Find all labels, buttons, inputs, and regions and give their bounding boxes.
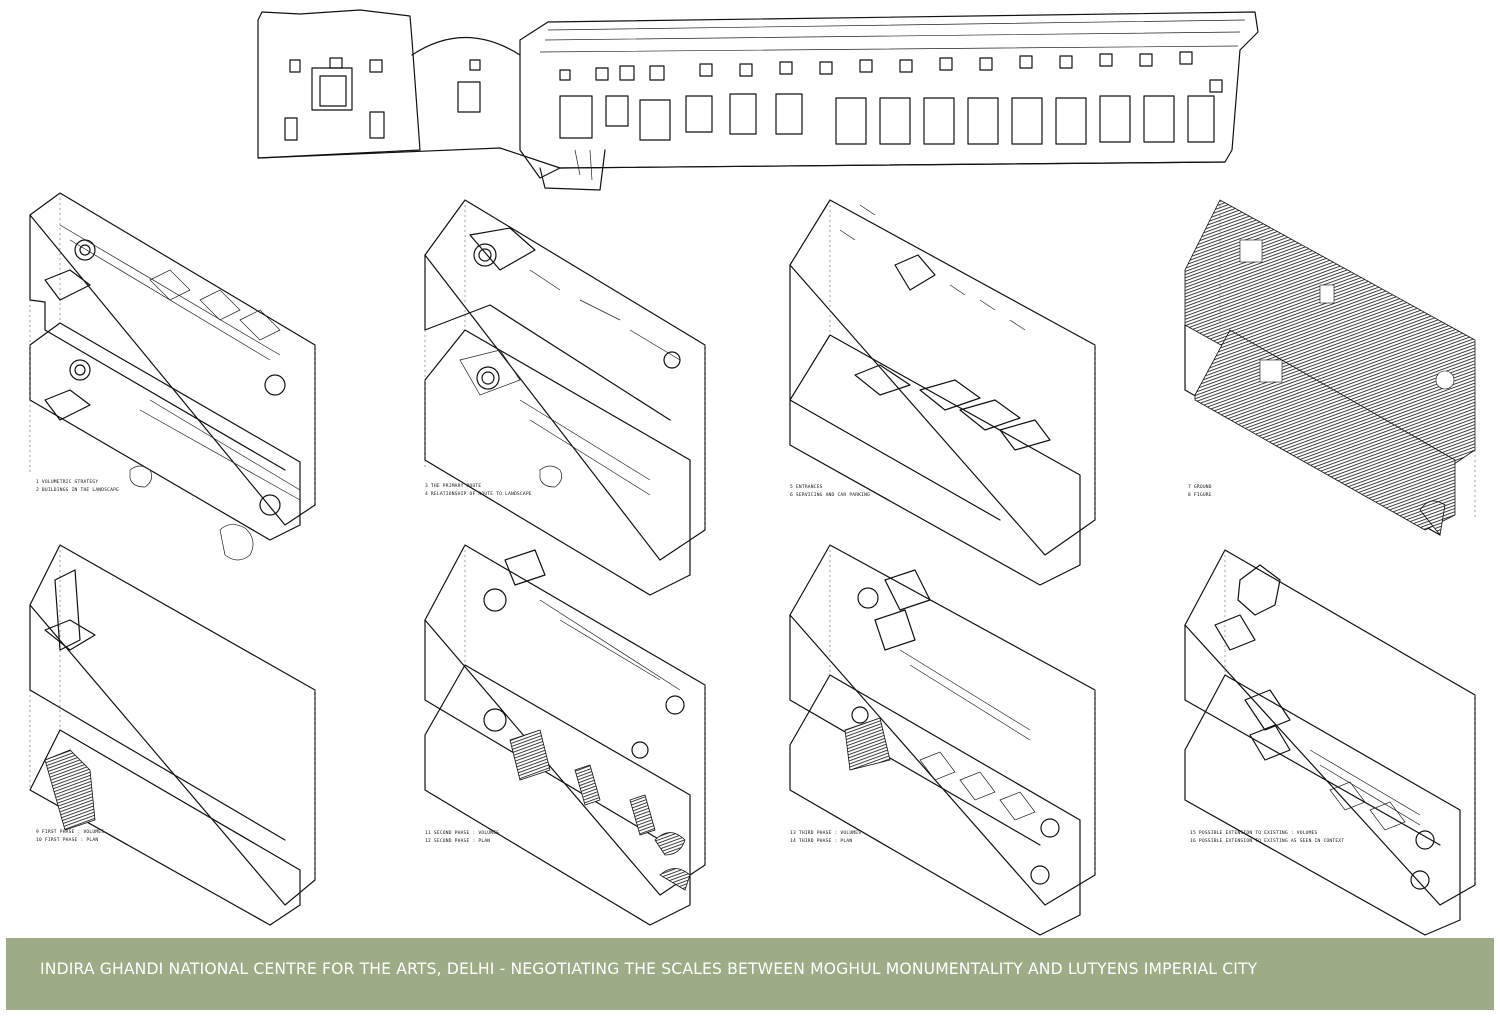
- panel-4-caption: 7 GROUND 8 FIGURE: [1188, 484, 1212, 500]
- caption-line: 12 SECOND PHASE : PLAN: [425, 839, 491, 844]
- footer-title-band: INDIRA GHANDI NATIONAL CENTRE FOR THE AR…: [6, 938, 1494, 1010]
- panel-8-drawing: [1184, 549, 1476, 936]
- panel-6-caption: 11 SECOND PHASE : VOLUMES 12 SECOND PHAS…: [425, 830, 499, 846]
- panel-1-caption: 1 VOLUMETRIC STRATEGY 2 BUILDINGS IN THE…: [36, 479, 119, 495]
- caption-line: 10 FIRST PHASE : PLAN: [36, 838, 99, 843]
- caption-line: 6 SERVICING AND CAR PARKING: [790, 493, 871, 498]
- caption-line: 7 GROUND: [1188, 485, 1212, 490]
- isometric-panels: [29, 192, 1476, 936]
- panel-7-caption: 13 THIRD PHASE : VOLUMES 14 THIRD PHASE …: [790, 830, 861, 846]
- caption-line: 5 ENTRANCES: [790, 485, 823, 490]
- panel-6-drawing: [424, 544, 706, 926]
- panel-3-drawing: [789, 199, 1096, 586]
- perspective-elevation-sketch: [257, 9, 1259, 191]
- caption-line: 3 THE PRIMARY ROUTE: [425, 484, 482, 489]
- caption-line: 8 FIGURE: [1188, 493, 1212, 498]
- panel-5-caption: 9 FIRST PHASE : VOLUMES 10 FIRST PHASE :…: [36, 829, 104, 845]
- panel-7-drawing: [789, 544, 1096, 936]
- caption-line: 16 POSSIBLE EXTENSION TO EXISTING AS SEE…: [1190, 839, 1345, 844]
- caption-line: 2 BUILDINGS IN THE LANDSCAPE: [36, 488, 120, 493]
- panel-5-drawing: [29, 544, 316, 926]
- caption-line: 14 THIRD PHASE : PLAN: [790, 839, 853, 844]
- caption-line: 9 FIRST PHASE : VOLUMES: [36, 830, 105, 835]
- panel-4-drawing: [1184, 199, 1476, 536]
- caption-line: 4 RELATIONSHIP OF ROUTE TO LANDSCAPE: [425, 492, 532, 497]
- panel-2-drawing: [424, 199, 706, 596]
- caption-line: 13 THIRD PHASE : VOLUMES: [790, 831, 862, 836]
- sketch-windows: [284, 51, 1223, 145]
- caption-line: 1 VOLUMETRIC STRATEGY: [36, 480, 99, 485]
- panel-3-caption: 5 ENTRANCES 6 SERVICING AND CAR PARKING: [790, 484, 870, 500]
- caption-line: 15 POSSIBLE EXTENSION TO EXISTING : VOLU…: [1190, 831, 1318, 836]
- panel-2-caption: 3 THE PRIMARY ROUTE 4 RELATIONSHIP OF RO…: [425, 483, 532, 499]
- caption-line: 11 SECOND PHASE : VOLUMES: [425, 831, 500, 836]
- panel-1-drawing: [29, 192, 316, 561]
- panel-8-caption: 15 POSSIBLE EXTENSION TO EXISTING : VOLU…: [1190, 830, 1344, 846]
- sheet-title: INDIRA GHANDI NATIONAL CENTRE FOR THE AR…: [40, 960, 1258, 978]
